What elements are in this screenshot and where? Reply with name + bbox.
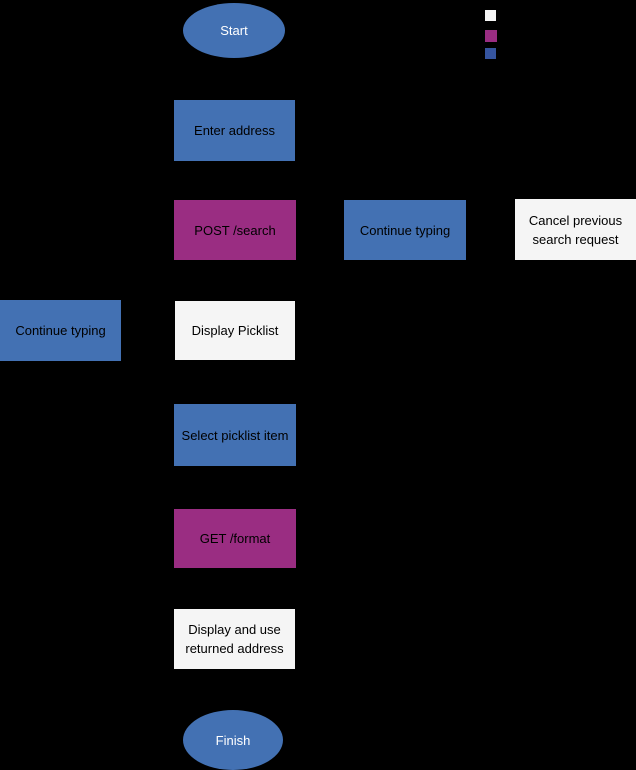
node-select-picklist-item-label: Select picklist item — [181, 427, 289, 443]
node-display-returned-address: Display and use returned address — [174, 609, 295, 669]
node-continue-typing-right-label: Continue typing — [359, 222, 451, 238]
legend-white-swatch — [485, 10, 496, 21]
node-finish-label: Finish — [215, 732, 251, 748]
node-post-search-label: POST /search — [194, 222, 276, 238]
node-start: Start — [183, 3, 285, 58]
node-cancel-previous-search-label: Cancel previous search request — [528, 212, 623, 247]
node-continue-typing-right: Continue typing — [344, 200, 466, 260]
node-post-search: POST /search — [174, 200, 296, 260]
node-display-picklist: Display Picklist — [175, 301, 295, 360]
node-start-label: Start — [220, 23, 248, 38]
legend-purple-swatch — [485, 30, 497, 42]
node-get-format: GET /format — [174, 509, 296, 568]
node-continue-typing-left: Continue typing — [0, 300, 121, 361]
legend-blue-swatch — [485, 48, 496, 59]
node-continue-typing-left-label: Continue typing — [15, 323, 106, 338]
node-enter-address: Enter address — [174, 100, 295, 161]
node-enter-address-label: Enter address — [194, 123, 275, 138]
node-display-returned-address-label: Display and use returned address — [185, 622, 284, 656]
node-select-picklist-item: Select picklist item — [174, 404, 296, 466]
node-display-picklist-label: Display Picklist — [191, 323, 279, 338]
node-get-format-label: GET /format — [199, 531, 271, 546]
node-finish: Finish — [183, 710, 283, 770]
node-cancel-previous-search: Cancel previous search request — [515, 199, 636, 260]
